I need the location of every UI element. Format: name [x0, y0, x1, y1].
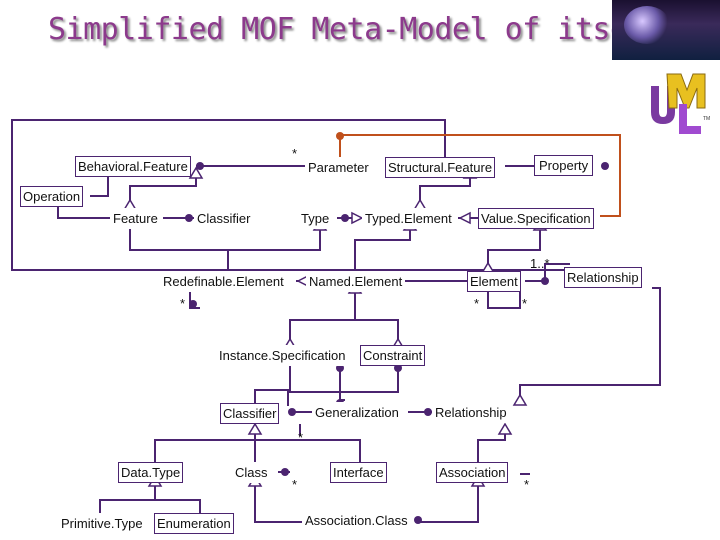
multiplicity-label: *	[522, 296, 528, 311]
multiplicity-label: 1..*	[530, 256, 550, 271]
node-named-element: Named.Element	[306, 271, 406, 292]
svg-text:TM: TM	[703, 116, 710, 122]
node-typed-element: Typed.Element	[362, 208, 455, 229]
node-enumeration: Enumeration	[154, 513, 234, 534]
orb-graphic	[624, 6, 670, 44]
multiplicity-label: *	[180, 296, 186, 311]
node-value-specification: Value.Specification	[478, 208, 594, 229]
node-interface: Interface	[330, 462, 387, 483]
page-title: Simplified MOF Meta-Model of itself	[48, 12, 663, 47]
node-generalization: Generalization	[312, 402, 402, 423]
node-operation: Operation	[20, 186, 84, 207]
node-structural-feature: Structural.Feature	[385, 157, 496, 178]
multiplicity-label: *	[298, 430, 304, 445]
node-constraint: Constraint	[360, 345, 426, 366]
node-primitive-type: Primitive.Type	[58, 513, 146, 534]
multiplicity-label: *	[292, 477, 298, 492]
node-property: Property	[534, 155, 594, 176]
node-association-class: Association.Class	[302, 510, 411, 531]
node-behavioral-feature: Behavioral.Feature	[75, 156, 191, 177]
node-association: Association	[436, 462, 509, 483]
node-relationship-mid: Relationship	[432, 402, 510, 423]
multiplicity-label: *	[474, 296, 480, 311]
node-type: Type	[298, 208, 333, 229]
node-classifier-top: Classifier	[194, 208, 254, 229]
decorative-photo	[612, 0, 720, 60]
node-redefinable-element: Redefinable.Element	[160, 271, 287, 292]
node-parameter: Parameter	[305, 157, 372, 178]
node-relationship-top: Relationship	[564, 267, 642, 288]
node-feature: Feature	[110, 208, 161, 229]
uml-logo: TM	[651, 73, 710, 134]
node-data-type: Data.Type	[118, 462, 184, 483]
node-instance-specification: Instance.Specification	[216, 345, 349, 366]
multiplicity-label: *	[292, 146, 298, 161]
node-class: Class	[232, 462, 271, 483]
node-element: Element	[467, 271, 521, 292]
multiplicity-label: *	[524, 477, 530, 492]
node-classifier-mid: Classifier	[220, 403, 280, 424]
